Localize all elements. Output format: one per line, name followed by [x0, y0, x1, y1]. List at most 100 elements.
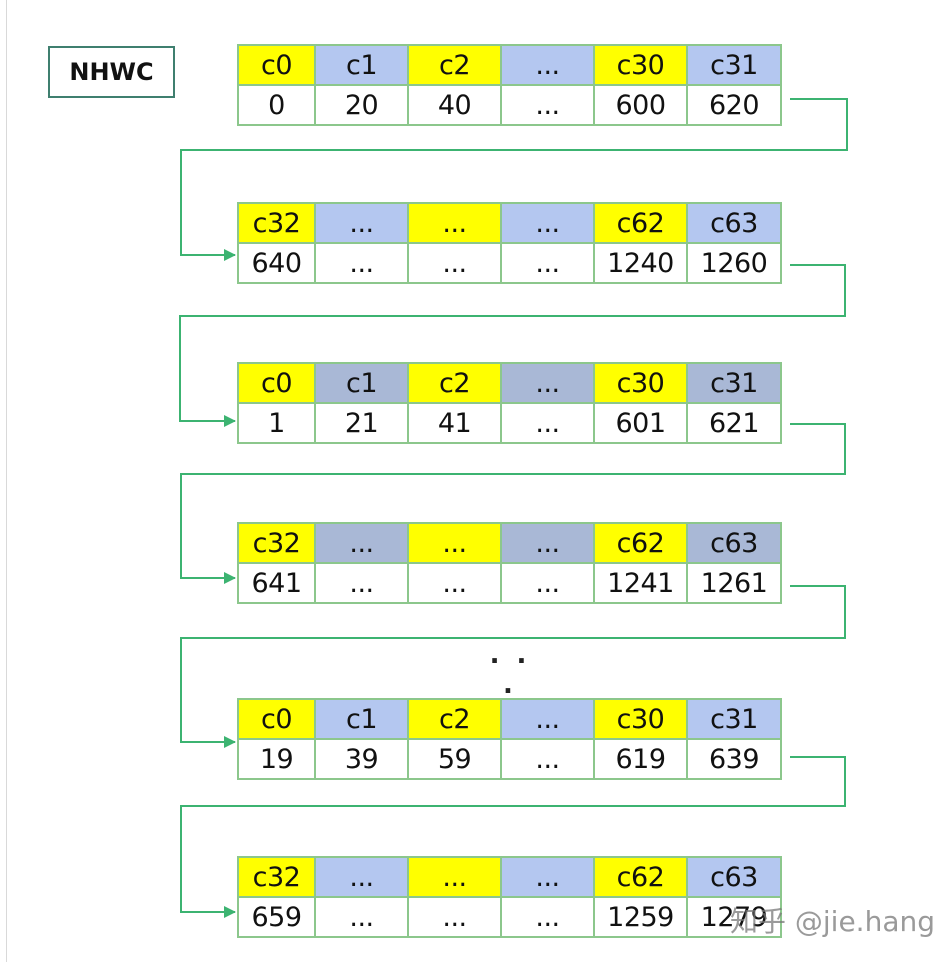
value-row: 641 ... ... ... 1241 1261 [237, 562, 784, 604]
header-row: c0 c1 c2 ... c30 c31 [237, 362, 784, 404]
value-cell: 20 [314, 84, 409, 126]
value-cell: ... [314, 562, 409, 604]
header-cell: c30 [593, 698, 688, 740]
header-cell: ... [500, 856, 595, 898]
value-cell: 641 [237, 562, 316, 604]
value-cell: 41 [407, 402, 502, 444]
value-cell: ... [407, 896, 502, 938]
header-cell: c30 [593, 44, 688, 86]
header-cell: c0 [237, 698, 316, 740]
header-cell: ... [500, 522, 595, 564]
connector-1 [180, 98, 848, 261]
connector-2 [179, 264, 846, 427]
block-2: c32 ... ... ... c62 c63 640 ... ... ... … [237, 202, 784, 284]
value-cell: ... [500, 896, 595, 938]
value-cell: 1 [237, 402, 316, 444]
header-cell: ... [500, 44, 595, 86]
value-cell: 601 [593, 402, 688, 444]
value-cell: ... [500, 84, 595, 126]
block-4: c32 ... ... ... c62 c63 641 ... ... ... … [237, 522, 784, 604]
block-1: c0 c1 c2 ... c30 c31 0 20 40 ... 600 620 [237, 44, 784, 126]
header-cell: ... [407, 522, 502, 564]
header-cell: c32 [237, 856, 316, 898]
value-cell: ... [500, 738, 595, 780]
header-cell: ... [314, 522, 409, 564]
value-cell: 659 [237, 896, 316, 938]
header-cell: c62 [593, 522, 688, 564]
value-cell: ... [314, 896, 409, 938]
value-cell: 21 [314, 402, 409, 444]
value-cell: 1240 [593, 242, 688, 284]
value-row: 19 39 59 ... 619 639 [237, 738, 784, 780]
value-cell: 619 [593, 738, 688, 780]
value-cell: 40 [407, 84, 502, 126]
value-row: 0 20 40 ... 600 620 [237, 84, 784, 126]
header-cell: c30 [593, 362, 688, 404]
header-cell: c2 [407, 362, 502, 404]
header-cell: c1 [314, 44, 409, 86]
block-6: c32 ... ... ... c62 c63 659 ... ... ... … [237, 856, 784, 938]
value-cell: 620 [686, 84, 782, 126]
header-cell: c2 [407, 44, 502, 86]
value-cell: ... [407, 562, 502, 604]
header-cell: ... [500, 202, 595, 244]
header-row: c0 c1 c2 ... c30 c31 [237, 44, 784, 86]
value-row: 1 21 41 ... 601 621 [237, 402, 784, 444]
value-cell: 39 [314, 738, 409, 780]
header-cell: ... [314, 202, 409, 244]
value-cell: 1260 [686, 242, 782, 284]
value-cell: 59 [407, 738, 502, 780]
header-cell: c0 [237, 362, 316, 404]
header-cell: ... [407, 856, 502, 898]
value-cell: 639 [686, 738, 782, 780]
header-cell: ... [407, 202, 502, 244]
header-cell: ... [500, 362, 595, 404]
header-cell: c63 [686, 522, 782, 564]
watermark: 知乎 @jie.hang [730, 905, 936, 938]
value-cell: 1261 [686, 562, 782, 604]
header-cell: c32 [237, 522, 316, 564]
value-cell: 600 [593, 84, 688, 126]
header-cell: c0 [237, 44, 316, 86]
value-cell: 640 [237, 242, 316, 284]
layout-label: NHWC [48, 46, 175, 98]
ellipsis: . . . [489, 640, 531, 700]
header-cell: c31 [686, 362, 782, 404]
header-cell: c31 [686, 698, 782, 740]
value-cell: ... [500, 242, 595, 284]
header-row: c32 ... ... ... c62 c63 [237, 856, 784, 898]
value-cell: ... [407, 242, 502, 284]
header-cell: c63 [686, 202, 782, 244]
connector-5 [180, 756, 846, 918]
block-5: c0 c1 c2 ... c30 c31 19 39 59 ... 619 63… [237, 698, 784, 780]
connector-4 [180, 585, 846, 748]
header-cell: ... [500, 698, 595, 740]
connector-3 [180, 423, 846, 584]
header-row: c32 ... ... ... c62 c63 [237, 522, 784, 564]
value-cell: 1241 [593, 562, 688, 604]
header-cell: c62 [593, 202, 688, 244]
left-frame-line [6, 0, 7, 962]
header-cell: c62 [593, 856, 688, 898]
value-row: 659 ... ... ... 1259 1279 [237, 896, 784, 938]
value-cell: 621 [686, 402, 782, 444]
value-cell: 1279 [686, 896, 782, 938]
header-cell: ... [314, 856, 409, 898]
header-row: c0 c1 c2 ... c30 c31 [237, 698, 784, 740]
value-row: 640 ... ... ... 1240 1260 [237, 242, 784, 284]
value-cell: 1259 [593, 896, 688, 938]
value-cell: ... [500, 562, 595, 604]
header-cell: c1 [314, 362, 409, 404]
header-row: c32 ... ... ... c62 c63 [237, 202, 784, 244]
value-cell: 0 [237, 84, 316, 126]
value-cell: ... [500, 402, 595, 444]
header-cell: c1 [314, 698, 409, 740]
header-cell: c2 [407, 698, 502, 740]
block-3: c0 c1 c2 ... c30 c31 1 21 41 ... 601 621 [237, 362, 784, 444]
value-cell: 19 [237, 738, 316, 780]
header-cell: c32 [237, 202, 316, 244]
header-cell: c63 [686, 856, 782, 898]
header-cell: c31 [686, 44, 782, 86]
value-cell: ... [314, 242, 409, 284]
